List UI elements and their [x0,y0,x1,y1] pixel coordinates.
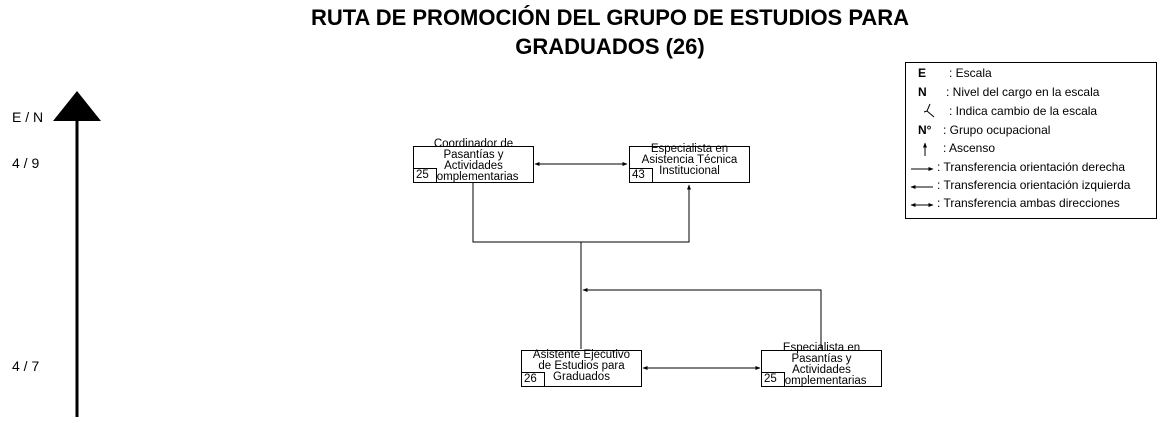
legend-text: : Grupo ocupacional [943,123,1051,137]
legend: E : Escala N : Nivel del cargo en la esc… [905,62,1157,219]
legend-symbol: N [918,85,927,99]
ascent-path-left [472,183,581,243]
legend-row-nivel: N : Nivel del cargo en la escala [906,85,1156,103]
legend-text: : Ascenso [943,141,996,155]
legend-text: : Transferencia ambas direcciones [937,196,1120,210]
position-title-line: Actividades [444,160,503,172]
position-title-line: Coordinador de [433,138,514,150]
legend-symbol: E [918,66,927,80]
legend-symbol: N° [918,123,932,137]
legend-row-ascenso: : Ascenso [906,141,1156,159]
position-title-line: Institucional [659,165,720,177]
transfer-right-to-trunk [582,288,822,349]
legend-text: : Escala [949,66,992,80]
legend-text: : Transferencia orientación izquierda [937,178,1131,192]
scale-change-icon [923,103,935,118]
legend-row-transfer-left: : Transferencia orientación izquierda [906,178,1156,196]
group-code: 26 [521,372,545,387]
group-code: 25 [413,168,437,183]
legend-text: : Transferencia orientación derecha [937,160,1126,174]
axis-label: E / N [12,109,44,125]
legend-row-grupo: N° : Grupo ocupacional [906,123,1156,141]
group-code: 43 [629,168,653,183]
position-box-especialista-pasantias: Especialista en Pasantías y Actividades … [761,342,882,387]
level-label-4-7: 4 / 7 [12,358,40,374]
position-title-line: Pasantías y [791,353,852,365]
position-box-coordinador: Coordinador de Pasantías y Actividades C… [413,138,534,183]
scale-axis-arrowhead-icon [53,91,101,121]
legend-row-transfer-both: : Transferencia ambas direcciones [906,196,1156,214]
position-title-line: Asistente Ejecutivo [532,349,631,361]
position-title-line: Especialista en [782,342,861,354]
legend-text: : Nivel del cargo en la escala [946,85,1100,99]
legend-row-transfer-right: : Transferencia orientación derecha [906,160,1156,178]
position-title-line: Actividades [792,364,851,376]
group-code: 25 [761,372,785,387]
position-title-line: Complementarias [428,171,519,183]
legend-row-cambio-escala: : Indica cambio de la escala [906,104,1156,122]
legend-text: : Indica cambio de la escala [949,104,1098,118]
level-label-4-9: 4 / 9 [12,155,40,171]
position-title-line: Complementarias [776,375,867,387]
position-title-line: Especialista en [650,143,729,155]
position-title-line: Pasantías y [443,149,504,161]
diagram-title-line-2: GRADUADOS (26) [515,34,705,59]
position-box-especialista-asistencia: Especialista en Asistencia Técnica Insti… [629,143,750,183]
legend-row-escala: E : Escala [906,66,1156,84]
diagram-title-line-1: RUTA DE PROMOCIÓN DEL GRUPO DE ESTUDIOS … [310,5,910,30]
position-title-line: de Estudios para [538,360,625,372]
position-title-line: Graduados [553,371,610,383]
position-title-line: Asistencia Técnica [641,154,738,166]
ascent-path-right [581,184,691,243]
position-box-asistente-ejecutivo: Asistente Ejecutivo de Estudios para Gra… [521,349,642,387]
